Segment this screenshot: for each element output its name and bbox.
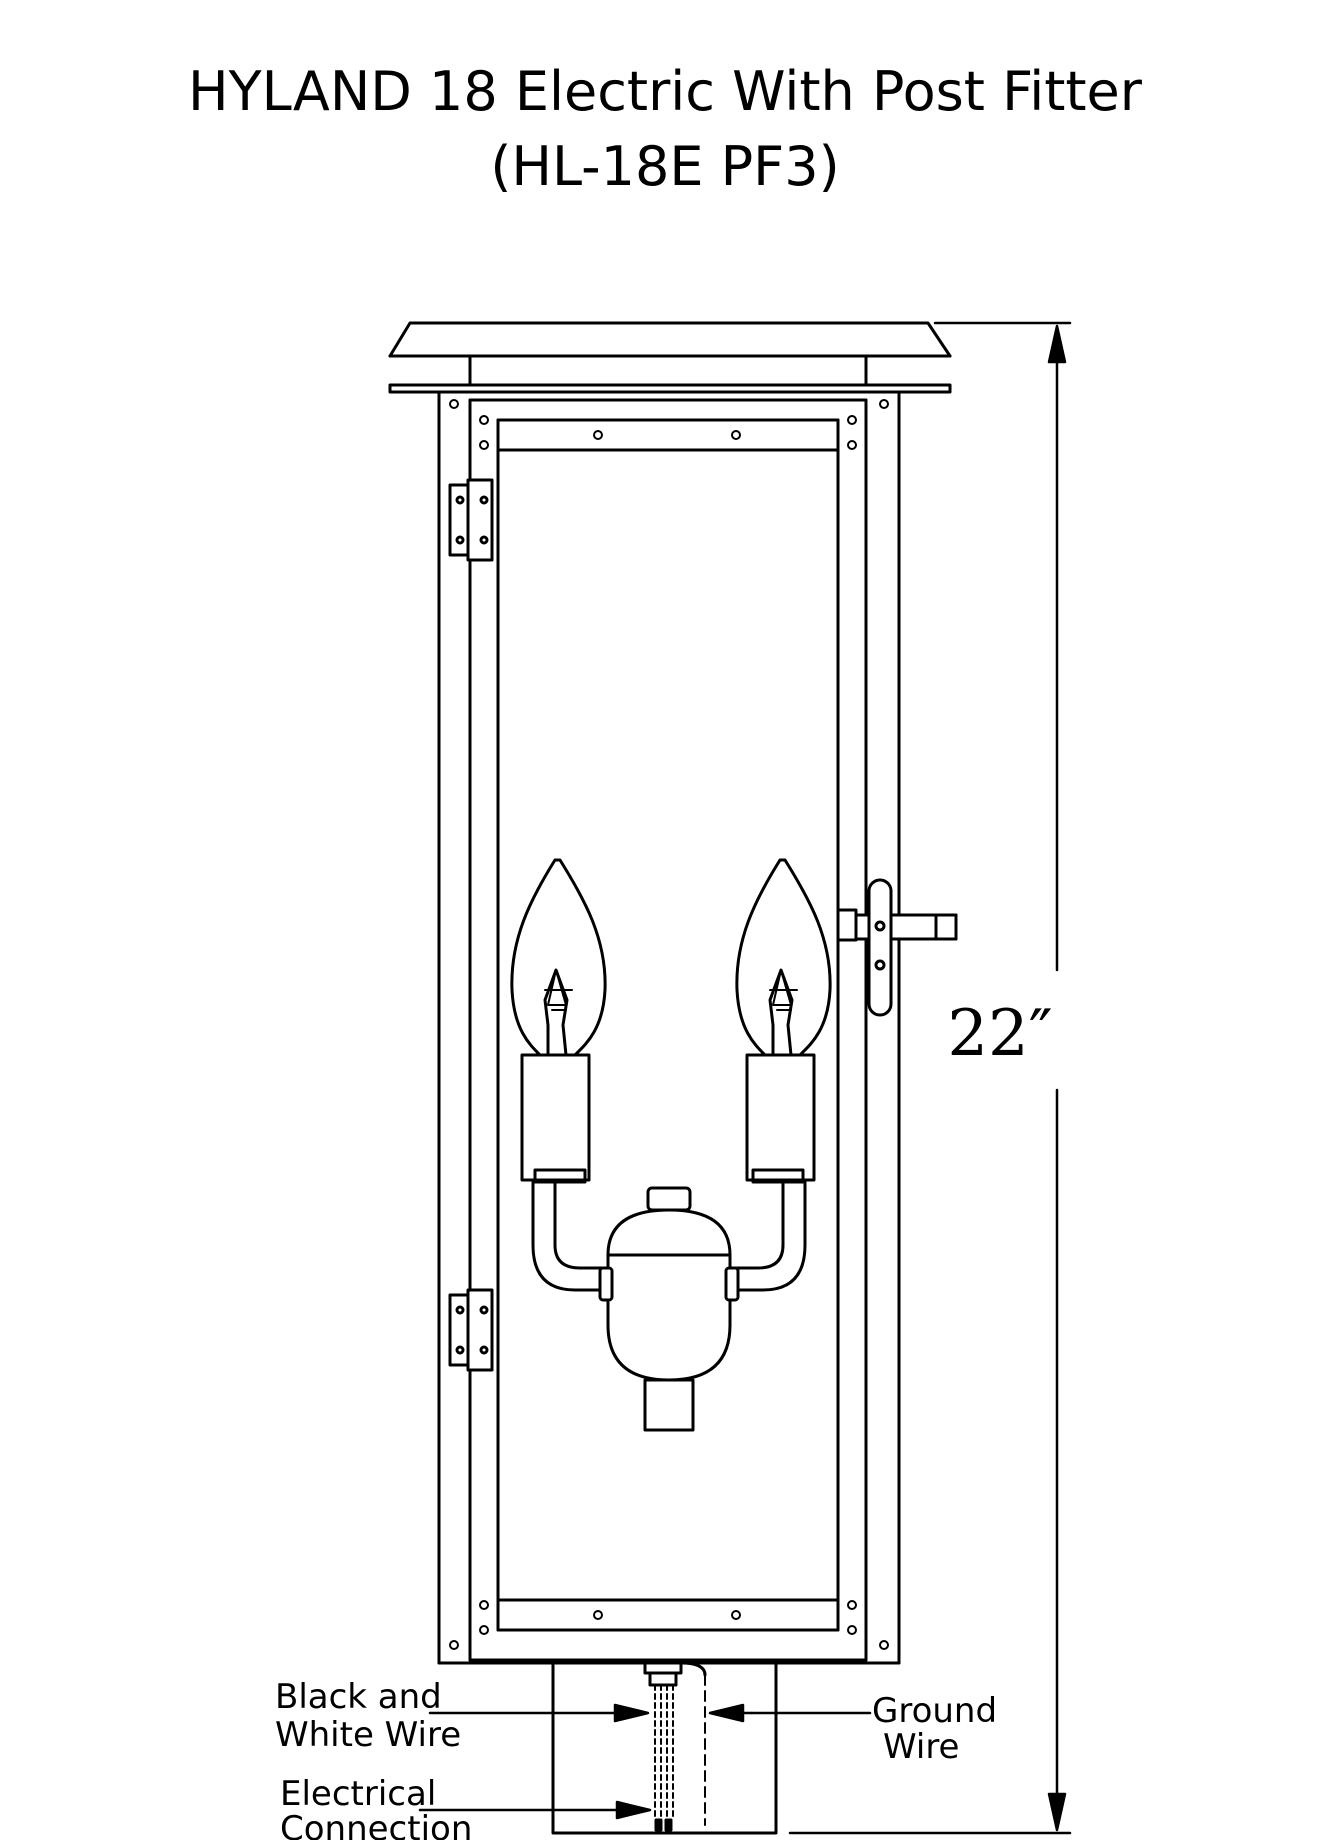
lantern-frame <box>437 390 901 1665</box>
callout-black-white-wire-line1: Black and <box>275 1677 442 1717</box>
callout-ground-wire-line2: Wire <box>883 1727 959 1767</box>
lantern-roof <box>388 321 952 394</box>
junction-housing <box>598 1186 740 1432</box>
bottom-hinge <box>448 1288 494 1372</box>
model-number: (HL-18E PF3) <box>490 135 840 198</box>
post-fitter <box>551 1661 778 1835</box>
callout-leaders <box>418 1703 872 1820</box>
door-latch <box>836 878 958 1017</box>
height-dimension <box>788 321 1072 1835</box>
drawing-title: HYLAND 18 Electric With Post Fitter <box>188 60 1142 123</box>
left-candle-bulb <box>510 858 622 1292</box>
callout-electrical-connection-line2: Connection <box>280 1809 472 1840</box>
height-label: 22″ <box>947 997 1052 1071</box>
callout-black-white-wire-line2: White Wire <box>275 1715 461 1755</box>
right-candle-bulb <box>716 858 832 1292</box>
frame-rivets <box>449 399 889 1650</box>
callout-ground-wire-line1: Ground <box>872 1691 997 1731</box>
callout-electrical-connection-line1: Electrical <box>280 1774 436 1814</box>
wiring <box>643 1661 707 1832</box>
top-hinge <box>448 478 494 562</box>
